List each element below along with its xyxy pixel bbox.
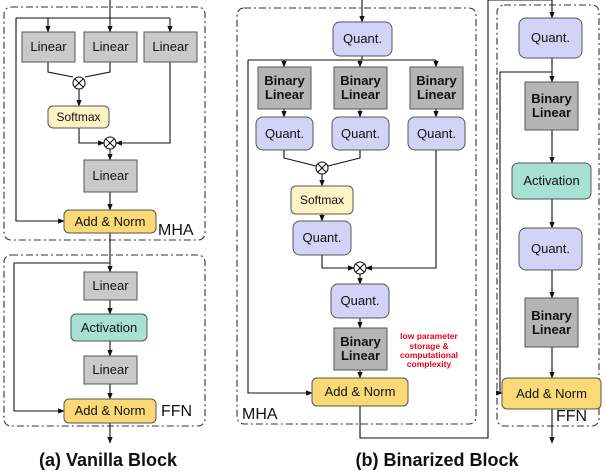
binarized-quant-q-box (255, 116, 314, 151)
vanilla-mha-region (3, 6, 206, 241)
binarized-quant-attn-box (292, 220, 352, 256)
vanilla-ffn-region (3, 254, 206, 427)
vanilla-linear-q-box (21, 31, 76, 63)
multiply-node-binarized-2 (353, 261, 367, 275)
vanilla-softmax-box (47, 105, 110, 129)
binarized-add-norm-1-box (311, 377, 409, 407)
binarized-binary-linear-v-box (409, 66, 464, 110)
binarized-ffn-activation-box (511, 162, 592, 200)
binarized-quant-v-box (407, 116, 466, 151)
binarized-binary-linear-q-box (257, 66, 312, 110)
multiply-node-vanilla-2 (103, 136, 117, 150)
binarized-ffn-quant-1-box (518, 17, 583, 59)
binarized-binary-linear-out-box (333, 327, 388, 371)
vanilla-linear-v-box (143, 31, 198, 63)
vanilla-linear-k-box (83, 31, 138, 63)
binarized-ffn-quant-2-box (518, 227, 583, 271)
binarized-ffn-binary-linear-2-box (524, 297, 579, 348)
vanilla-ffn-linear-2-box (83, 355, 138, 385)
binarized-ffn-region (496, 4, 600, 427)
multiply-node-binarized-1 (315, 161, 329, 175)
binarized-ffn-binary-linear-1-box (524, 81, 579, 131)
vanilla-add-norm-2-box (63, 398, 157, 424)
binarized-ffn-add-norm-box (501, 377, 602, 410)
binarized-quant-in-box (332, 21, 393, 57)
vanilla-ffn-linear-1-box (83, 271, 138, 301)
binarized-mha-region (236, 7, 477, 425)
vanilla-add-norm-1-box (63, 209, 157, 234)
binarized-binary-linear-k-box (333, 66, 388, 110)
binarized-quant-k-box (331, 116, 390, 151)
vanilla-linear-out-box (83, 159, 138, 193)
multiply-node-vanilla-1 (72, 76, 86, 90)
binarized-softmax-box (290, 185, 354, 215)
vanilla-activation-box (70, 313, 148, 342)
binarized-quant-ctx-box (330, 283, 390, 319)
